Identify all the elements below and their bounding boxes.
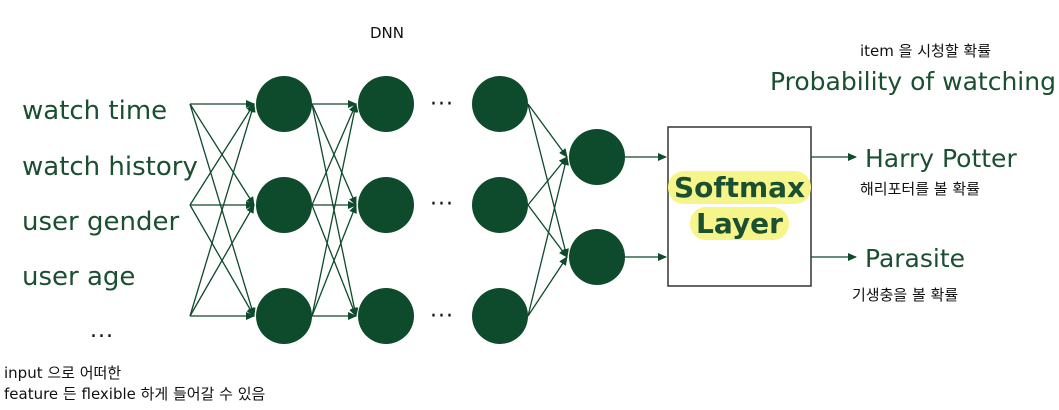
neuron-node-l1-n1 bbox=[256, 76, 312, 132]
hidden-edge bbox=[527, 204, 568, 258]
hidden-edge bbox=[311, 103, 357, 206]
input-edge bbox=[189, 103, 255, 206]
connection-lines bbox=[189, 100, 857, 320]
hidden-edge bbox=[527, 256, 568, 317]
hidden-edge bbox=[527, 103, 568, 158]
neuron-node-l3-n2 bbox=[472, 177, 528, 233]
output-header-english: Probability of watching bbox=[770, 67, 1056, 96]
input-edge bbox=[189, 103, 256, 317]
neuron-node-l1-n2 bbox=[256, 177, 312, 233]
hidden-ellipsis-middle: ··· bbox=[430, 192, 454, 217]
neuron-node-l2-n3 bbox=[358, 288, 414, 344]
output-label-parasite: Parasite bbox=[865, 244, 966, 273]
feature-user-gender: user gender bbox=[22, 207, 180, 237]
output-korean-harry-potter: 해리포터를 볼 확률 bbox=[860, 180, 980, 198]
feature-more-dots: ... bbox=[90, 318, 114, 343]
neuron-nodes bbox=[256, 76, 625, 344]
softmax-box bbox=[667, 126, 812, 287]
hidden-ellipsis-top: ··· bbox=[430, 92, 454, 117]
neuron-node-l2-n2 bbox=[358, 177, 414, 233]
feature-user-age: user age bbox=[22, 262, 136, 292]
hidden-ellipsis-bottom: ··· bbox=[430, 304, 454, 329]
neuron-node-l1-n3 bbox=[256, 288, 312, 344]
feature-watch-time: watch time bbox=[22, 96, 168, 126]
neuron-node-l3-n3 bbox=[472, 288, 528, 344]
diagram-title: DNN bbox=[370, 24, 404, 42]
hidden-edge bbox=[527, 156, 568, 206]
hidden-edge bbox=[311, 103, 359, 317]
neuron-node-l2-n1 bbox=[358, 76, 414, 132]
feature-watch-history: watch history bbox=[22, 152, 198, 182]
softmax-line1: Softmax bbox=[668, 171, 812, 204]
neuron-node-l4-n1 bbox=[569, 129, 625, 185]
input-note-line1: input 으로 어떠한 bbox=[4, 364, 122, 382]
neuron-node-l3-n1 bbox=[472, 76, 528, 132]
output-korean-parasite: 기생충을 볼 확률 bbox=[852, 286, 959, 304]
softmax-line2: Layer bbox=[690, 207, 789, 240]
neuron-node-l4-n2 bbox=[569, 229, 625, 285]
output-label-harry-potter: Harry Potter bbox=[865, 144, 1017, 173]
hidden-edge bbox=[311, 204, 357, 317]
input-note-line2: feature 든 flexible 하게 들어갈 수 있음 bbox=[4, 385, 266, 403]
hidden-edge bbox=[527, 156, 569, 317]
softmax-label: Softmax Layer bbox=[668, 170, 812, 242]
output-header-korean: item 을 시청할 확률 bbox=[860, 42, 991, 60]
input-edge bbox=[189, 204, 255, 317]
